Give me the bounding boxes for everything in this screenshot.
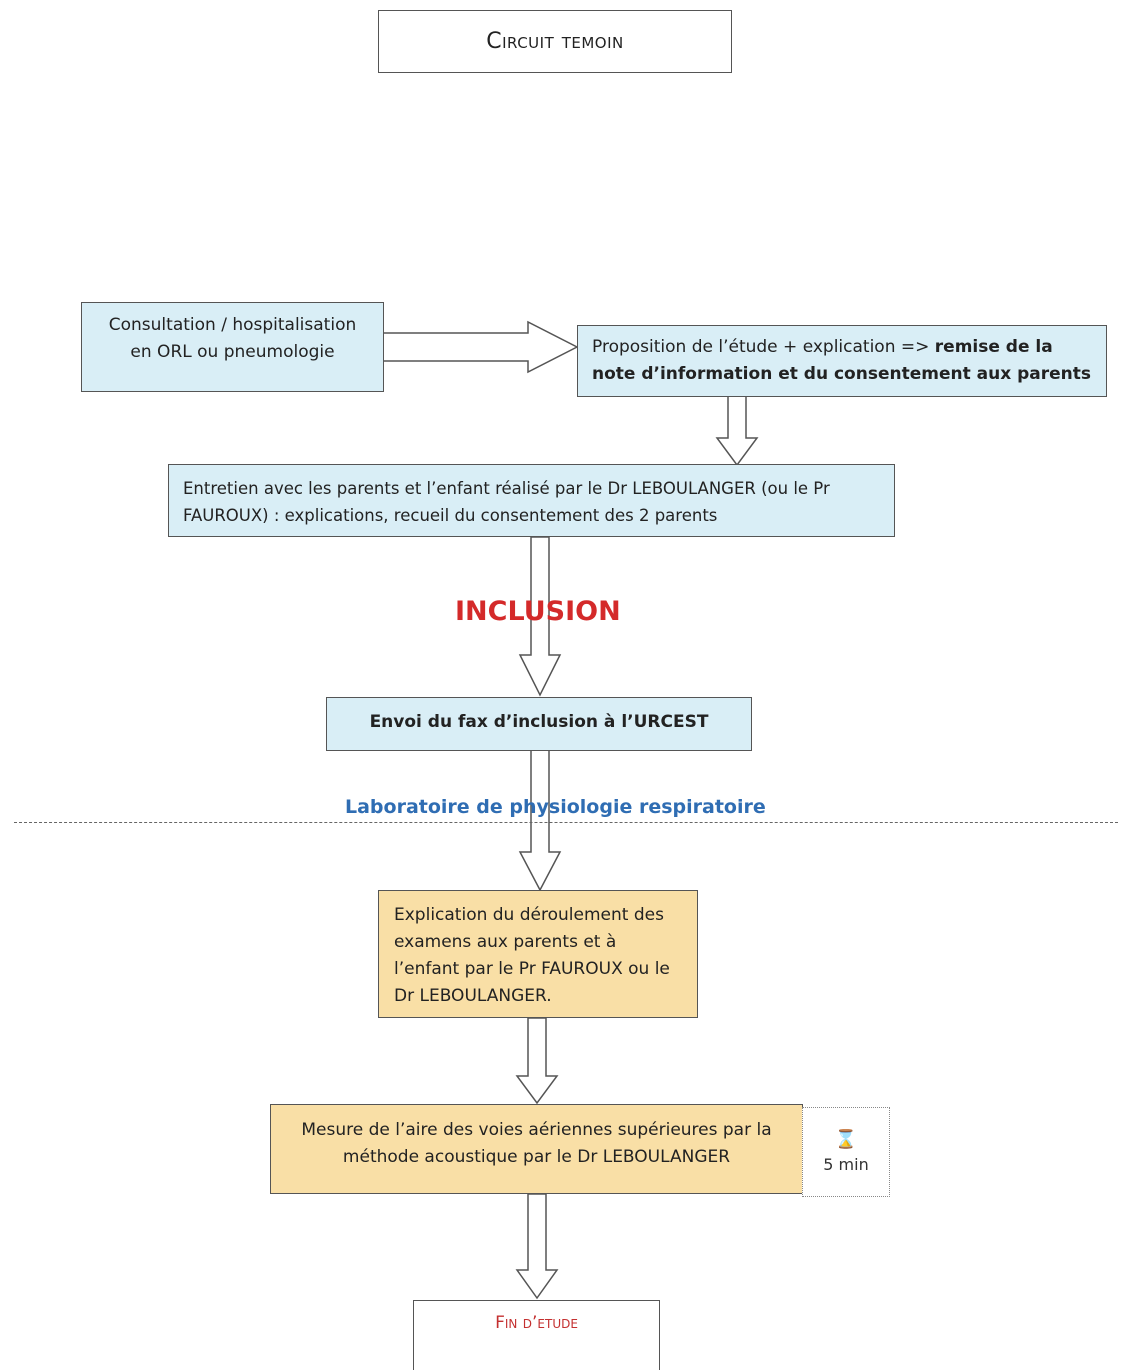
explication-box: Explication du déroulement des examens a… [378,890,698,1018]
arrow-fax-to-explication [518,749,562,892]
entretien-box: Entretien avec les parents et l’enfant r… [168,464,895,537]
explication-text: Explication du déroulement des examens a… [394,905,670,1006]
arrow-entretien-to-fax [518,536,562,697]
arrow-explication-to-mesure [515,1017,559,1105]
diagram-title: Circuit temoin [378,10,732,73]
fax-box: Envoi du fax d’inclusion à l’URCEST [326,697,752,751]
mesure-text: Mesure de l’aire des voies aériennes sup… [301,1120,772,1167]
proposition-bold-text: remise de la note d’information et du co… [592,337,1091,384]
hourglass-icon: ⌛ [834,1128,858,1150]
mesure-box: Mesure de l’aire des voies aériennes sup… [270,1104,803,1194]
inclusion-label: INCLUSION [455,596,621,627]
laboratoire-label: Laboratoire de physiologie respiratoire [345,796,766,818]
duration-box: ⌛ 5 min [802,1107,890,1197]
consultation-text: Consultation / hospitalisation en ORL ou… [108,315,357,362]
arrow-mesure-to-fin [515,1193,559,1300]
arrow-consultation-to-proposition [382,320,579,374]
proposition-box: Proposition de l’étude + explication => … [577,325,1107,397]
duration-text: 5 min [823,1154,869,1174]
section-divider [14,822,1118,823]
proposition-text: Proposition de l’étude + explication => [592,337,935,357]
entretien-text: Entretien avec les parents et l’enfant r… [183,479,830,525]
fax-text: Envoi du fax d’inclusion à l’URCEST [369,712,709,732]
end-box: Fin d’etude [413,1300,660,1370]
end-text: Fin d’etude [495,1313,578,1333]
consultation-box: Consultation / hospitalisation en ORL ou… [81,302,384,392]
arrow-proposition-to-entretien [715,395,759,467]
